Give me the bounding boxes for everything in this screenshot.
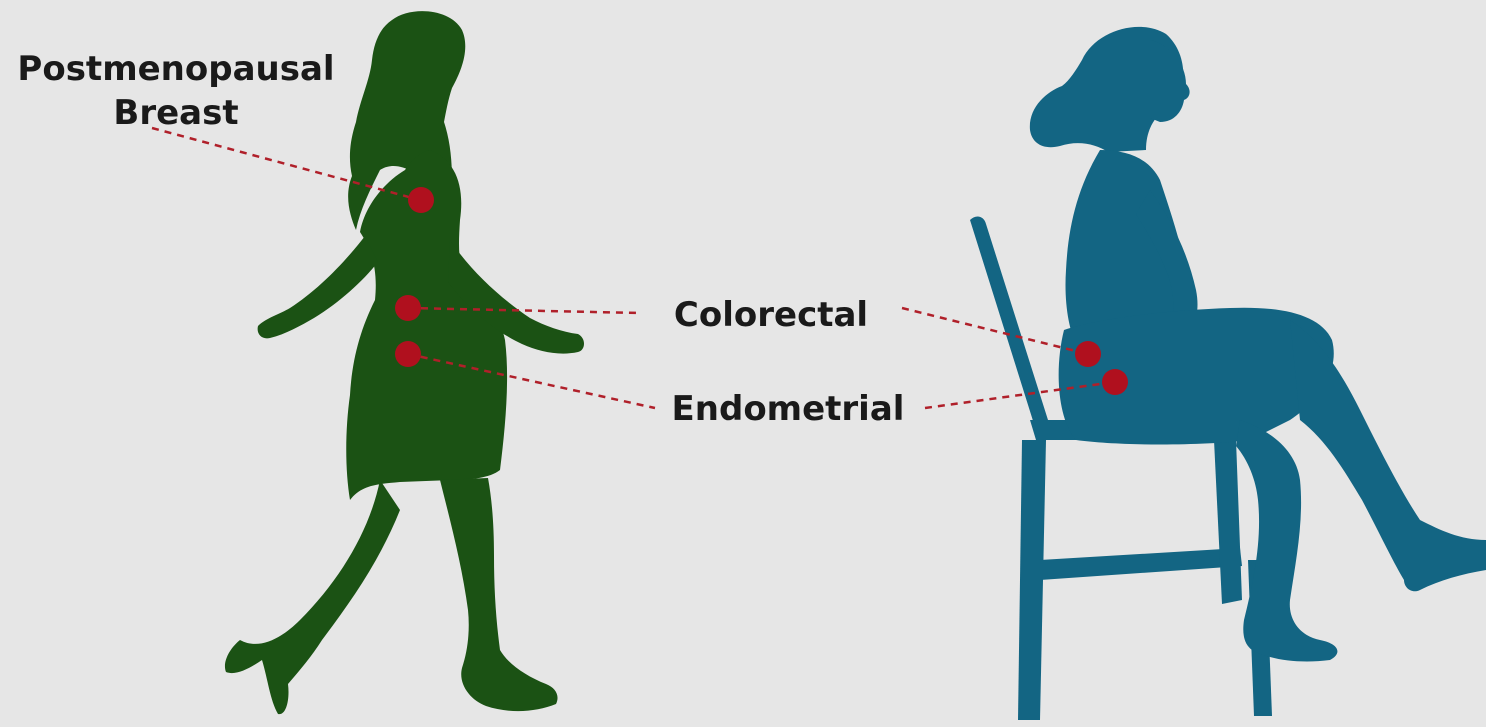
leader-lines xyxy=(152,128,1115,408)
marker-colorectal-walking xyxy=(395,295,421,321)
leader-colorectal-right xyxy=(902,308,1088,354)
label-colorectal: Colorectal xyxy=(674,295,868,335)
marker-colorectal-seated xyxy=(1075,341,1101,367)
marker-endometrial-seated xyxy=(1102,369,1128,395)
seated-woman-silhouette xyxy=(970,27,1486,720)
marker-breast-walking xyxy=(408,187,434,213)
marker-endometrial-walking xyxy=(395,341,421,367)
label-postmenopausal: Postmenopausal xyxy=(17,49,334,89)
label-breast: Breast xyxy=(113,93,238,133)
label-endometrial: Endometrial xyxy=(672,389,905,429)
